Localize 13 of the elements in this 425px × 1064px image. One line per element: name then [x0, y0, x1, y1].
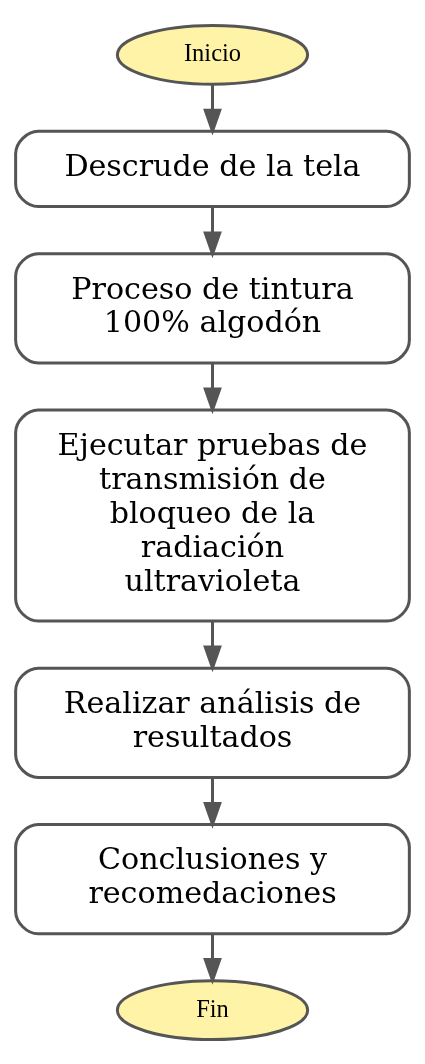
arrow [203, 933, 222, 985]
node-ellipse: Inicio [115, 23, 310, 86]
node-box: Descrude de la tela [14, 129, 411, 208]
node-box: Proceso de tintura 100% algodón [14, 251, 411, 364]
arrow [203, 777, 222, 829]
arrow [203, 206, 222, 258]
arrow [203, 621, 222, 672]
node-ellipse: Fin [115, 978, 310, 1041]
arrow [203, 84, 222, 135]
node-box: Ejecutar pruebas de transmisión de bloqueo de la radiación ultravioleta [14, 408, 411, 623]
arrow [203, 362, 222, 414]
node-box: Conclusiones y recomedaciones [14, 822, 411, 935]
node-box: Realizar análisis de resultados [14, 666, 411, 779]
